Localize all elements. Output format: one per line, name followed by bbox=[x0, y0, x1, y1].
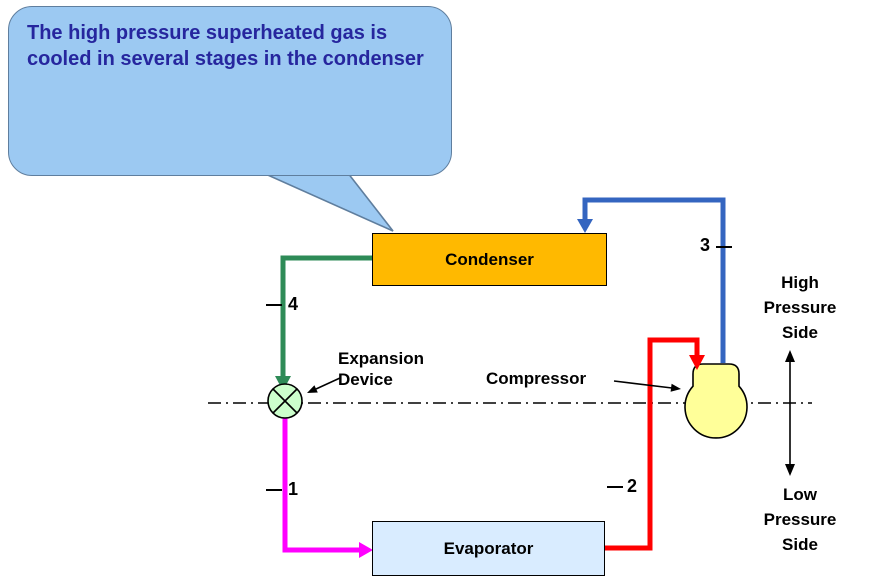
pipe-3-arrowhead bbox=[577, 219, 593, 233]
pipe-1-arrowhead bbox=[359, 542, 373, 558]
pipe-2-evaporator-to-compressor bbox=[605, 337, 700, 551]
condenser-box: Condenser bbox=[372, 233, 607, 286]
compressor-symbol bbox=[684, 363, 748, 439]
evaporator-box: Evaporator bbox=[372, 521, 605, 576]
evaporator-label: Evaporator bbox=[443, 538, 534, 558]
pipe-2-arrowhead bbox=[689, 355, 705, 370]
expansion-device-pointer-arrow bbox=[307, 377, 341, 393]
high-pressure-side-label: High Pressure Side bbox=[763, 273, 837, 342]
compressor-label: Compressor bbox=[486, 369, 587, 388]
expansion-device-cross-2 bbox=[272, 388, 298, 414]
compressor-pointer-arrow bbox=[613, 380, 681, 392]
expansion-device-symbol bbox=[267, 383, 303, 419]
callout-text: The high pressure superheated gas is coo… bbox=[27, 22, 424, 71]
pipe-3-compressor-to-condenser bbox=[582, 197, 726, 363]
state-point-1: 1 bbox=[288, 479, 299, 499]
callout-tail bbox=[251, 167, 394, 232]
expansion-device-label: Expansion Device bbox=[338, 349, 424, 390]
condenser-label: Condenser bbox=[445, 249, 534, 269]
state-point-4: 4 bbox=[288, 294, 299, 314]
callout-bubble: The high pressure superheated gas is coo… bbox=[8, 6, 452, 176]
state-point-3: 3 bbox=[700, 235, 711, 255]
state-point-2: 2 bbox=[627, 476, 638, 496]
pipe-4-condenser-to-expansion bbox=[280, 255, 372, 377]
low-pressure-side-label: Low Pressure Side bbox=[763, 485, 837, 554]
pipe-1-expansion-to-evaporator bbox=[282, 418, 361, 553]
pressure-side-double-arrow bbox=[785, 350, 795, 476]
